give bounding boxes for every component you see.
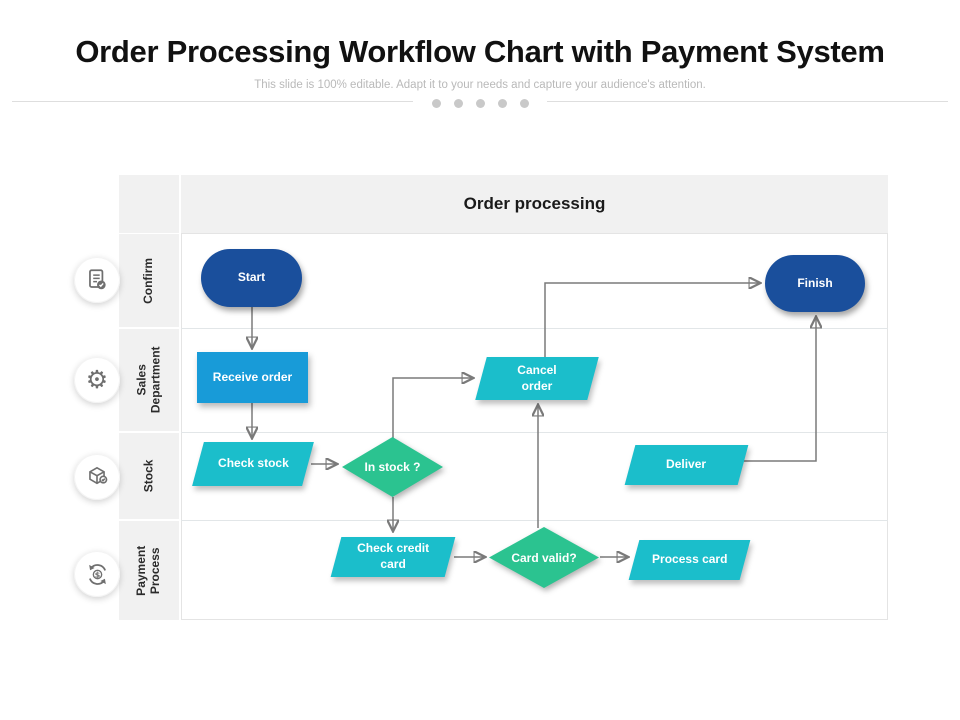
node-receive-order: Receive order bbox=[197, 352, 308, 403]
sales-icon-badge: ⚙ bbox=[74, 357, 120, 403]
node-in-stock: In stock ? bbox=[342, 437, 443, 497]
divider-dots bbox=[0, 95, 960, 113]
table-header-title: Order processing bbox=[463, 194, 606, 213]
gear-icon: ⚙ bbox=[85, 365, 109, 394]
node-cancel-order: Cancel order bbox=[475, 357, 599, 400]
money-cycle-icon: $ bbox=[88, 563, 106, 585]
payment-icon-badge: $ bbox=[74, 551, 120, 597]
package-icon bbox=[89, 466, 108, 485]
header-label-cell bbox=[119, 175, 179, 233]
stock-icon-badge bbox=[74, 454, 120, 500]
node-check-credit-card: Check credit card bbox=[330, 537, 456, 577]
table-header: Order processing bbox=[181, 175, 888, 233]
node-card-valid: Card valid? bbox=[489, 527, 599, 588]
confirm-icon-badge bbox=[74, 257, 120, 303]
lane-label-confirm: Confirm bbox=[119, 234, 179, 327]
lane-label-stock: Stock bbox=[119, 433, 179, 519]
lane-divider bbox=[181, 520, 888, 521]
node-process-card: Process card bbox=[628, 540, 751, 580]
lane-label-payment-process: Payment Process bbox=[119, 521, 179, 620]
svg-text:$: $ bbox=[94, 570, 99, 579]
lane-divider bbox=[181, 328, 888, 329]
lane-label-sales-department: Sales Department bbox=[119, 329, 179, 431]
lane-divider bbox=[181, 432, 888, 433]
page-subtitle: This slide is 100% editable. Adapt it to… bbox=[254, 79, 706, 91]
node-check-stock: Check stock bbox=[192, 442, 314, 486]
page-title: Order Processing Workflow Chart with Pay… bbox=[75, 34, 885, 69]
node-finish: Finish bbox=[765, 255, 865, 312]
document-check-icon bbox=[89, 269, 106, 290]
node-start: Start bbox=[201, 249, 302, 307]
node-deliver: Deliver bbox=[624, 445, 749, 485]
